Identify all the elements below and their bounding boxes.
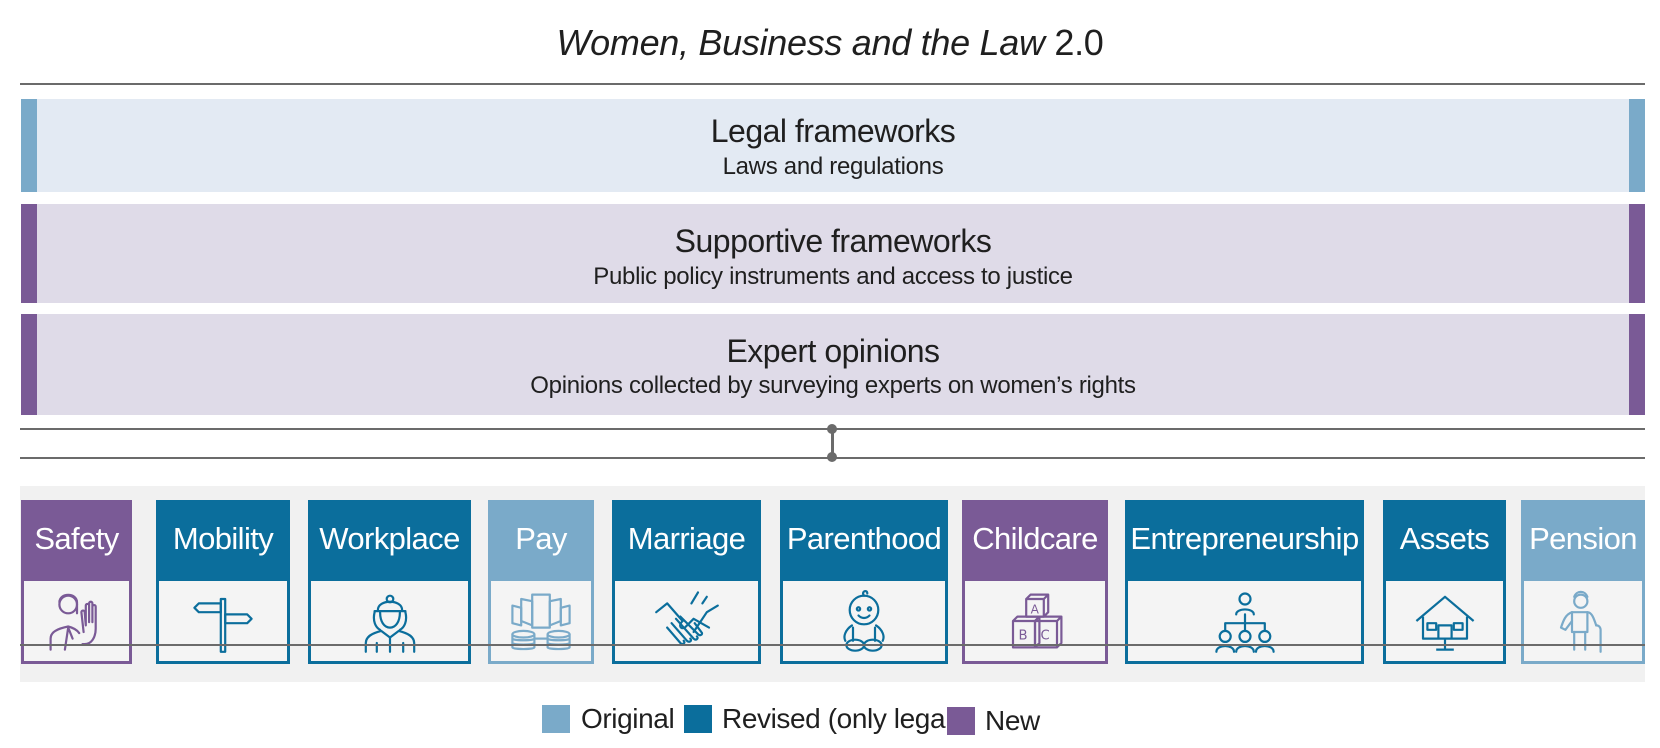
band-legal-frameworks: Legal frameworks Laws and regulations: [21, 99, 1645, 192]
worker-helmet-icon: [311, 581, 468, 661]
house-icon: [1386, 581, 1503, 661]
indicator-card-parenthood: Parenthood: [780, 500, 948, 664]
org-chart-icon: [1128, 581, 1361, 661]
band-stripe-left: [21, 204, 37, 303]
connector-line: [831, 429, 834, 457]
baby-icon: [783, 581, 945, 661]
band-supportive-frameworks: Supportive frameworks Public policy inst…: [21, 204, 1645, 303]
band-stripe-right: [1629, 99, 1645, 192]
top-divider: [20, 83, 1645, 85]
band-title: Legal frameworks: [710, 113, 956, 149]
legend-swatch-original: [542, 705, 570, 733]
indicator-card-entrepreneurship: Entrepreneurship: [1125, 500, 1364, 664]
indicator-card-pay: Pay: [488, 500, 594, 664]
legend-label-revised: Revised (only legal): [722, 703, 960, 734]
indicator-label: Mobility: [159, 503, 287, 581]
indicator-card-marriage: Marriage: [612, 500, 761, 664]
indicator-label: Pay: [491, 503, 591, 581]
indicator-label: Workplace: [311, 503, 468, 581]
indicator-card-workplace: Workplace: [308, 500, 471, 664]
band-subtitle: Laws and regulations: [722, 153, 944, 180]
elderly-person-icon: [1524, 581, 1642, 661]
band-stripe-right: [1629, 314, 1645, 415]
indicator-label: Marriage: [615, 503, 758, 581]
band-subtitle: Opinions collected by surveying experts …: [530, 372, 1136, 399]
band-title: Supportive frameworks: [674, 223, 992, 259]
indicator-card-assets: Assets: [1383, 500, 1506, 664]
indicator-card-pension: Pension: [1521, 500, 1645, 664]
legend-swatch-revised: [684, 705, 712, 733]
indicator-card-childcare: Childcare A B C: [962, 500, 1108, 664]
diagram-title: Women, Business and the Law 2.0: [556, 22, 1104, 63]
legend-swatch-new: [947, 707, 975, 735]
indicator-label: Pension: [1524, 503, 1642, 581]
indicator-label: Assets: [1386, 503, 1503, 581]
svg-text:C: C: [1041, 629, 1050, 644]
band-stripe-left: [21, 99, 37, 192]
legend-label-original: Original: [581, 703, 675, 734]
band-stripe-left: [21, 314, 37, 415]
abc-blocks-icon: A B C: [965, 581, 1105, 661]
signpost-icon: [159, 581, 287, 661]
band-title: Expert opinions: [726, 333, 940, 369]
band-stripe-right: [1629, 204, 1645, 303]
indicator-card-mobility: Mobility: [156, 500, 290, 664]
indicator-label: Entrepreneurship: [1128, 503, 1361, 581]
band-expert-opinions: Expert opinions Opinions collected by su…: [21, 314, 1645, 415]
svg-text:A: A: [1031, 602, 1040, 616]
indicators-top-divider: [20, 457, 1645, 459]
money-coins-icon: [491, 581, 591, 661]
svg-text:B: B: [1019, 629, 1028, 644]
indicator-label: Parenthood: [783, 503, 945, 581]
legend-label-new: New: [985, 705, 1040, 736]
woman-stop-hand-icon: [24, 581, 129, 661]
legend: Original Revised (only legal) New: [0, 703, 1660, 743]
handshake-icon: [615, 581, 758, 661]
band-subtitle: Public policy instruments and access to …: [593, 263, 1073, 290]
indicator-label: Childcare: [965, 503, 1105, 581]
indicator-card-safety: Safety: [21, 500, 132, 664]
indicator-label: Safety: [24, 503, 129, 581]
indicators-bottom-divider: [20, 644, 1645, 646]
